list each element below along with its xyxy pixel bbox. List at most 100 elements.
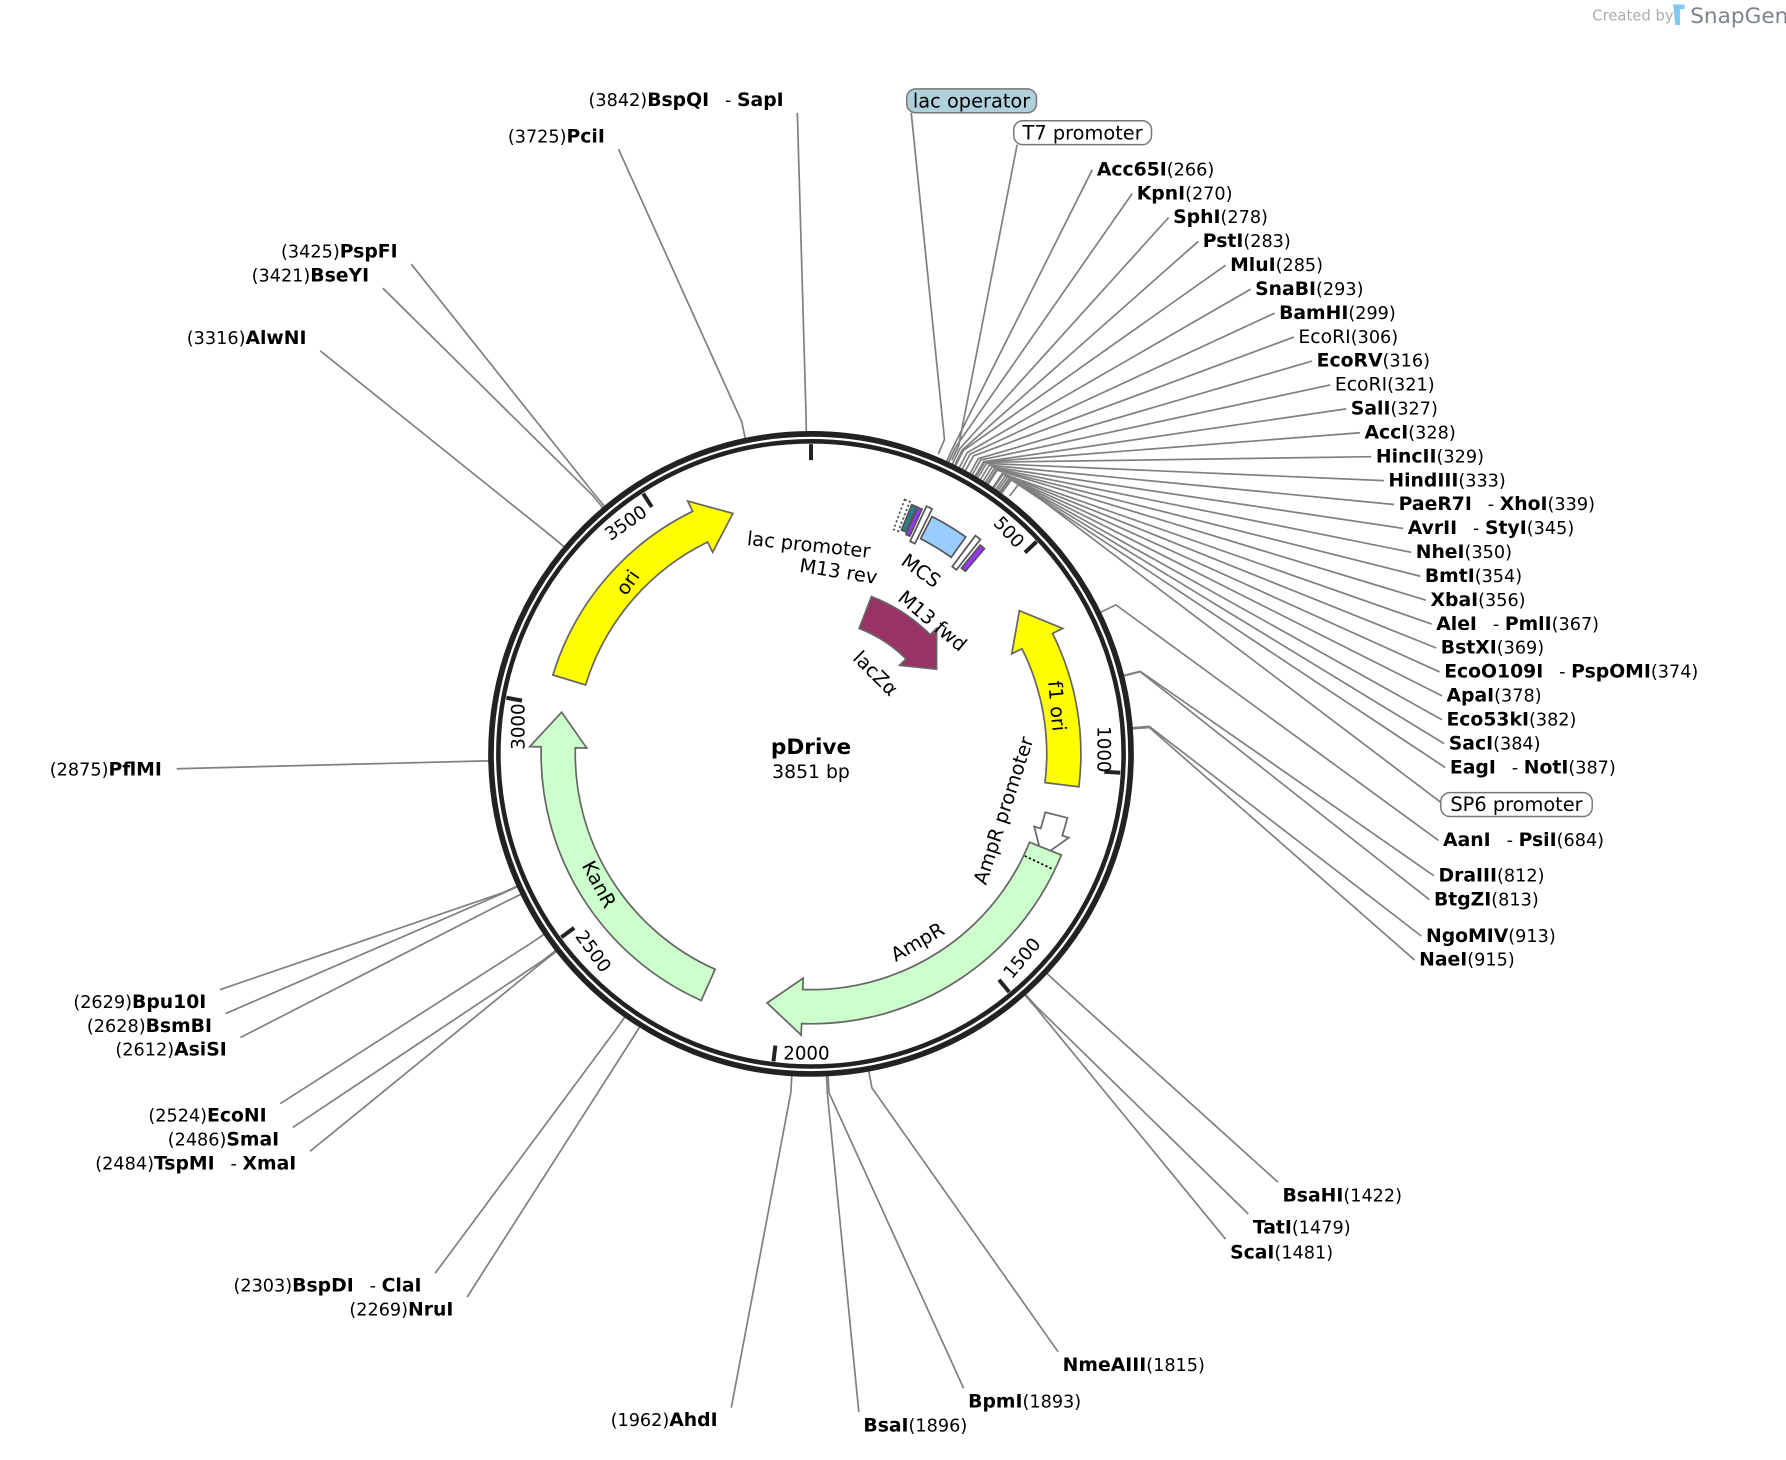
- site-label[interactable]: EcoO109I- PspOMI(374): [1444, 662, 1698, 683]
- site-label[interactable]: PstI(283): [1203, 231, 1291, 252]
- enzyme-name: SacI: [1449, 733, 1493, 754]
- site-label[interactable]: EcoRI(306): [1298, 327, 1398, 348]
- feature-m13-rev[interactable]: [904, 506, 924, 538]
- site-separator: -: [725, 91, 737, 111]
- site-label[interactable]: SalI(327): [1351, 399, 1438, 420]
- feature-lacz-alpha[interactable]: [858, 595, 938, 671]
- enzyme-name: PstI: [1203, 231, 1244, 252]
- site-label[interactable]: BmtI(354): [1425, 566, 1522, 587]
- site-line: [1132, 726, 1416, 961]
- site-label[interactable]: NmeAIII(1815): [1063, 1355, 1205, 1376]
- site-label[interactable]: ScaI(1481): [1230, 1242, 1333, 1263]
- enzyme-name: BstXI: [1441, 638, 1497, 659]
- feature-t7-promoter[interactable]: [909, 505, 934, 545]
- site-label[interactable]: (3725)PciI: [508, 126, 605, 147]
- enzyme-name: BspDI: [292, 1275, 354, 1296]
- site-line: [825, 1075, 860, 1413]
- feature-ampr[interactable]: [765, 841, 1063, 1037]
- site-paren: ): [147, 1155, 154, 1175]
- site-label[interactable]: PaeR7I- XhoI(339): [1399, 494, 1595, 515]
- enzyme-name: Eco53kI: [1446, 709, 1528, 730]
- site-paren: (: [1478, 591, 1485, 611]
- feature-label[interactable]: f1 ori: [1043, 680, 1070, 732]
- tick-mark: [560, 926, 576, 939]
- site-label[interactable]: (2486)SmaI: [168, 1130, 279, 1151]
- site-label[interactable]: Acc65I(266): [1097, 159, 1214, 180]
- feature-label[interactable]: MCS: [897, 549, 945, 593]
- site-label[interactable]: (1962)AhdI: [611, 1410, 718, 1431]
- tick-mark: [506, 695, 523, 703]
- site-label[interactable]: ApaI(378): [1446, 686, 1541, 707]
- site-line: [867, 1070, 1059, 1353]
- site-label[interactable]: EcoRI(321): [1335, 375, 1435, 396]
- site-label[interactable]: AanI- PsiI(684): [1443, 830, 1604, 851]
- site-label[interactable]: HindIII(333): [1388, 470, 1505, 491]
- site-label[interactable]: HincII(329): [1376, 446, 1484, 467]
- site-label[interactable]: BamHI(299): [1279, 303, 1396, 324]
- site-paren: (: [115, 1041, 122, 1061]
- site-label[interactable]: MluI(285): [1230, 255, 1323, 276]
- site-paren: ): [285, 1276, 292, 1296]
- site-label[interactable]: BsaHI(1422): [1282, 1185, 1402, 1206]
- site-label[interactable]: AvrII- StyI(345): [1408, 518, 1574, 539]
- tick-mark: [997, 978, 1011, 994]
- site-label[interactable]: SnaBI(293): [1255, 279, 1363, 300]
- site-label[interactable]: (2524)EcoNI: [148, 1106, 266, 1127]
- site-label[interactable]: XbaI(356): [1431, 590, 1526, 611]
- site-label[interactable]: TatI(1479): [1253, 1217, 1351, 1238]
- enzyme-name: AccI: [1364, 422, 1408, 443]
- site-label[interactable]: EcoRV(316): [1317, 351, 1430, 372]
- site-label[interactable]: (2875)PflMI: [50, 760, 162, 781]
- site-paren: (: [281, 242, 288, 262]
- feature-f1-ori[interactable]: [1010, 609, 1082, 788]
- site-paren: ): [1570, 710, 1577, 730]
- site-label[interactable]: (2629)Bpu10I: [73, 992, 206, 1013]
- site-label[interactable]: (2269)NruI: [349, 1299, 453, 1320]
- site-label[interactable]: (3842)BspQI- SapI: [589, 90, 784, 111]
- site-label[interactable]: (2628)BsmBI: [87, 1016, 212, 1037]
- feature-kanr[interactable]: [527, 710, 717, 1002]
- site-label[interactable]: BpmI(1893): [968, 1392, 1081, 1413]
- feature-ori[interactable]: [551, 499, 735, 687]
- site-label[interactable]: BsaI(1896): [863, 1416, 967, 1437]
- site-label[interactable]: NheI(350): [1416, 542, 1512, 563]
- callout-sp6-promoter[interactable]: SP6 promoter: [1440, 791, 1593, 818]
- site-label[interactable]: BtgZI(813): [1434, 889, 1539, 910]
- site-label[interactable]: (3421)BseYI: [252, 265, 370, 286]
- site-label[interactable]: (3425)PspFI: [281, 241, 398, 262]
- site-label[interactable]: SphI(278): [1173, 207, 1268, 228]
- site-separator: -: [1488, 495, 1500, 515]
- site-position: 283: [1250, 232, 1284, 252]
- site-label[interactable]: (2484)TspMI- XmaI: [95, 1154, 296, 1175]
- feature-ampr-promoter[interactable]: [1032, 811, 1071, 859]
- site-label[interactable]: SacI(384): [1449, 733, 1541, 754]
- site-label[interactable]: AccI(328): [1364, 422, 1455, 443]
- site-label[interactable]: NaeI(915): [1419, 950, 1515, 971]
- site-label[interactable]: Eco53kI(382): [1446, 709, 1576, 730]
- site-paren: ): [1538, 866, 1545, 886]
- feature-sp6-promoter[interactable]: [950, 534, 982, 572]
- enzyme-name: BamHI: [1279, 303, 1348, 324]
- site-separator: -: [231, 1155, 243, 1175]
- feature-label[interactable]: lacZα: [848, 646, 902, 700]
- callout-t7-promoter[interactable]: T7 promoter: [1012, 119, 1153, 146]
- site-label[interactable]: (2612)AsiSI: [115, 1040, 226, 1061]
- site-label[interactable]: (2303)BspDI- ClaI: [233, 1275, 421, 1296]
- site-paren: (: [1276, 256, 1283, 276]
- site-label[interactable]: DraIII(812): [1439, 865, 1545, 886]
- feature-lac-promoter[interactable]: [892, 498, 912, 533]
- feature-m13-fwd[interactable]: [960, 543, 986, 573]
- site-position: 1962: [617, 1411, 662, 1431]
- site-label[interactable]: KpnI(270): [1137, 183, 1233, 204]
- enzyme-name: EcoO109I: [1444, 662, 1543, 683]
- site-label[interactable]: NgoMIV(913): [1426, 926, 1556, 947]
- site-label[interactable]: BstXI(369): [1441, 638, 1544, 659]
- site-label[interactable]: EagI- NotI(387): [1450, 757, 1616, 778]
- feature-mcs[interactable]: [919, 515, 967, 559]
- site-position: 1815: [1153, 1356, 1198, 1376]
- site-position: 3316: [194, 329, 239, 349]
- site-paren: ): [139, 1017, 146, 1037]
- site-label[interactable]: (3316)AlwNI: [187, 328, 307, 349]
- callout-lac-operator[interactable]: lac operator: [905, 88, 1038, 114]
- site-label[interactable]: AleI- PmlI(367): [1436, 614, 1599, 635]
